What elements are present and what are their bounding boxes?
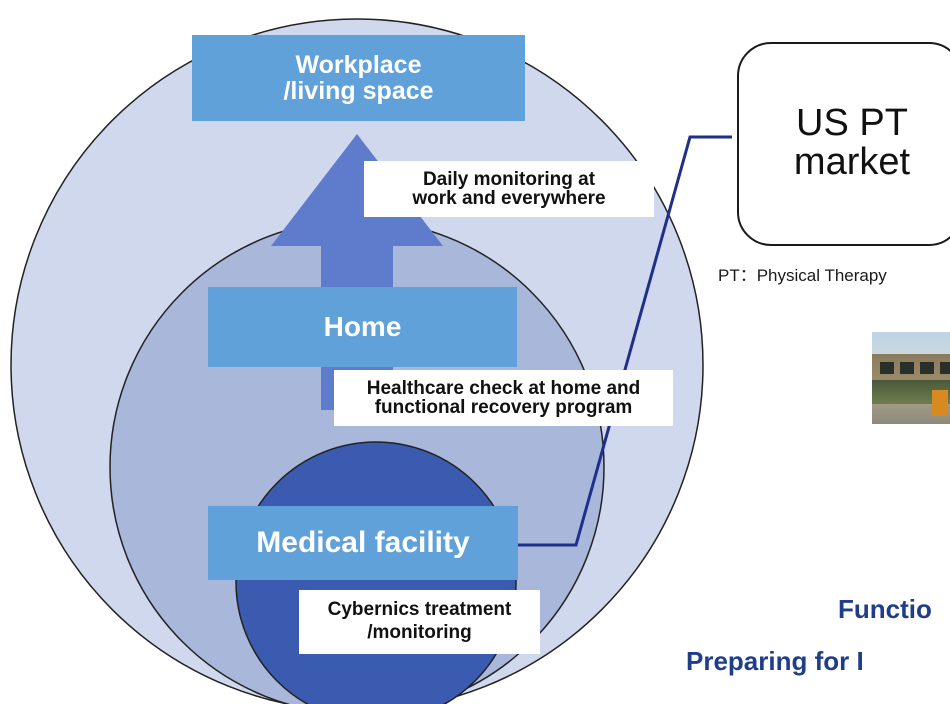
us-pt-market-box [737, 42, 950, 246]
connector-line [517, 135, 732, 547]
pt-definition-note: PT：Physical Therapy [718, 266, 887, 285]
home-box: Home [208, 287, 517, 367]
healthcare-check-label: Healthcare check at home and functional … [334, 370, 673, 426]
bottom-heading-line2: Preparing for I [686, 646, 864, 676]
bottom-heading-line1: Functio [838, 594, 932, 624]
cybernics-treatment-label: Cybernics treatment /monitoring [299, 590, 540, 654]
workplace-box: Workplace /living space [192, 35, 525, 121]
medical-facility-box: Medical facility [208, 506, 518, 580]
daily-monitoring-label: Daily monitoring at work and everywhere [364, 161, 654, 217]
building-photo [872, 332, 950, 424]
us-pt-market-title: US PT market [793, 102, 911, 183]
